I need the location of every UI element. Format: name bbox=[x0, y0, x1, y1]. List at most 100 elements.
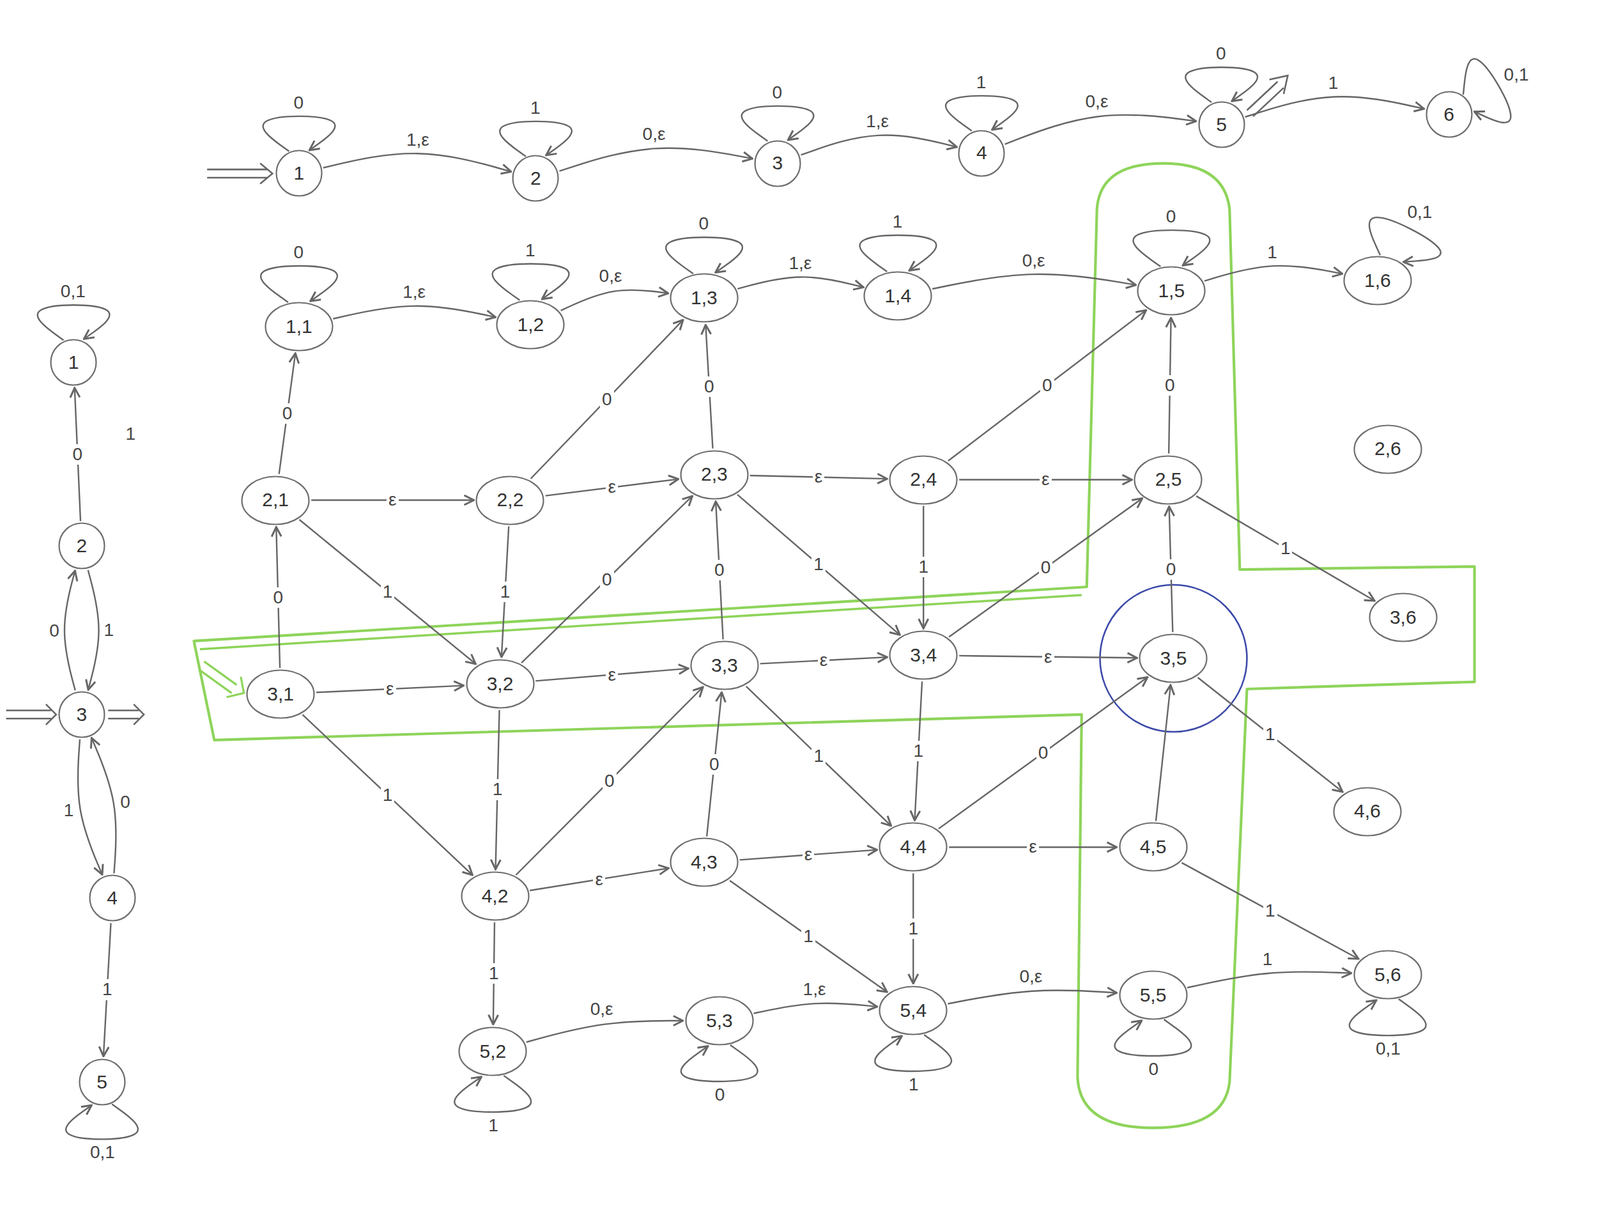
transition-label: 0 bbox=[707, 753, 722, 775]
product-state: 5,4 bbox=[878, 985, 948, 1036]
product-state: 1,2 bbox=[495, 299, 565, 350]
state-border bbox=[864, 272, 932, 321]
transition-arrow bbox=[37, 304, 110, 340]
state-border bbox=[1198, 101, 1245, 147]
transition-arrow bbox=[947, 989, 1117, 1004]
transition-label: 1,ε bbox=[801, 978, 829, 1000]
transition-arrow bbox=[1181, 862, 1359, 959]
state-circle: 5 bbox=[1198, 100, 1246, 149]
state-border bbox=[1369, 593, 1437, 642]
state-circle: 2 bbox=[511, 154, 560, 202]
state-border bbox=[890, 455, 958, 504]
product-state: 1,5 bbox=[1136, 265, 1206, 316]
transition-label: 0 bbox=[280, 403, 295, 424]
state-border bbox=[276, 150, 322, 197]
transition-arrow bbox=[874, 1034, 952, 1071]
state-border bbox=[670, 838, 738, 887]
state-border bbox=[1119, 971, 1187, 1020]
transition-label: 1 bbox=[1263, 723, 1278, 745]
state-border bbox=[1134, 455, 1202, 504]
stray-label: 1 bbox=[123, 423, 139, 445]
state-border bbox=[461, 872, 529, 921]
product-state: 1,3 bbox=[669, 272, 739, 323]
state-border bbox=[690, 641, 758, 690]
transition-label: 0 bbox=[118, 791, 133, 813]
transition-label: ε bbox=[386, 489, 399, 510]
transition-label: 1 bbox=[1278, 538, 1293, 559]
state-name: 1 bbox=[68, 351, 80, 374]
transition-label: 1 bbox=[498, 581, 513, 602]
product-state: 4,4 bbox=[878, 821, 948, 872]
transition-arrow bbox=[801, 135, 958, 156]
state-border bbox=[879, 823, 947, 871]
state-border bbox=[959, 130, 1005, 176]
state-border bbox=[685, 996, 753, 1045]
transition-label: 1 bbox=[100, 978, 115, 1000]
transition-arrow bbox=[263, 116, 336, 152]
transition-arrow bbox=[65, 1103, 139, 1139]
product-state: 4,5 bbox=[1118, 821, 1188, 872]
state-border bbox=[50, 339, 96, 385]
transition-label: 1 bbox=[916, 556, 931, 577]
transition-arrow bbox=[332, 306, 496, 319]
state-name: 2,3 bbox=[700, 463, 728, 486]
state-name: 2,5 bbox=[1155, 468, 1183, 491]
product-state: 4,6 bbox=[1332, 786, 1402, 837]
transition-label: 1 bbox=[811, 745, 826, 767]
transition-label: 0 bbox=[769, 82, 785, 103]
product-state: 3,3 bbox=[690, 640, 760, 691]
transition-arrow bbox=[1204, 265, 1343, 282]
transition-label: ε bbox=[384, 678, 396, 700]
state-name: 3,4 bbox=[909, 644, 937, 667]
transition-label: 1,ε bbox=[863, 111, 891, 132]
transition-label: ε bbox=[1039, 469, 1052, 490]
transition-arrow bbox=[77, 739, 103, 875]
transition-arrow bbox=[1155, 684, 1171, 822]
transition-arrow bbox=[1133, 230, 1211, 267]
state-name: 4,2 bbox=[481, 884, 509, 908]
transition-arrow bbox=[681, 1044, 758, 1082]
state-name: 5,5 bbox=[1139, 984, 1167, 1007]
transition-label: 1 bbox=[1326, 72, 1341, 94]
transition-arrow bbox=[741, 106, 815, 142]
transition-arrow bbox=[1187, 971, 1352, 988]
product-state: 2,2 bbox=[475, 475, 545, 526]
transition-label: 1 bbox=[102, 619, 117, 641]
transition-label: 0 bbox=[1146, 1058, 1161, 1080]
transition-label: ε bbox=[812, 466, 825, 487]
state-circle: 4 bbox=[88, 874, 137, 922]
state-border bbox=[1353, 424, 1422, 473]
transition-label: 1 bbox=[490, 778, 505, 800]
transition-arrow bbox=[279, 353, 296, 475]
transition-label: ε bbox=[817, 649, 830, 671]
state-name: 5,2 bbox=[479, 1040, 507, 1063]
state-name: 1,4 bbox=[884, 284, 912, 308]
state-name: 2,6 bbox=[1374, 437, 1402, 461]
transition-arrow bbox=[1349, 998, 1427, 1036]
transition-label: 0,1 bbox=[1502, 64, 1531, 85]
state-circle: 5 bbox=[78, 1058, 126, 1106]
transition-arrow bbox=[737, 494, 900, 636]
transition-arrow bbox=[737, 276, 864, 289]
state-name: 4 bbox=[976, 141, 988, 165]
state-border bbox=[1119, 823, 1187, 871]
transition-label: 0 bbox=[1036, 742, 1051, 763]
state-circle: 3 bbox=[58, 690, 106, 739]
transition-label: 1 bbox=[906, 918, 921, 939]
state-name: 3,6 bbox=[1389, 606, 1417, 629]
transition-label: 0,ε bbox=[1083, 91, 1111, 112]
transition-label: 0 bbox=[1040, 375, 1055, 396]
connector-group bbox=[37, 58, 1512, 1139]
transition-arrow bbox=[665, 237, 743, 274]
transition-label: 0,ε bbox=[597, 265, 625, 287]
transition-label: 1 bbox=[974, 72, 989, 93]
transition-label: 1 bbox=[380, 581, 395, 602]
transition-arrow bbox=[860, 235, 937, 272]
transition-label: 0 bbox=[712, 559, 727, 581]
transition-label: 1 bbox=[811, 553, 826, 575]
transition-arrow bbox=[499, 121, 572, 157]
transition-label: 0 bbox=[696, 213, 711, 234]
transition-arrow bbox=[706, 692, 722, 836]
